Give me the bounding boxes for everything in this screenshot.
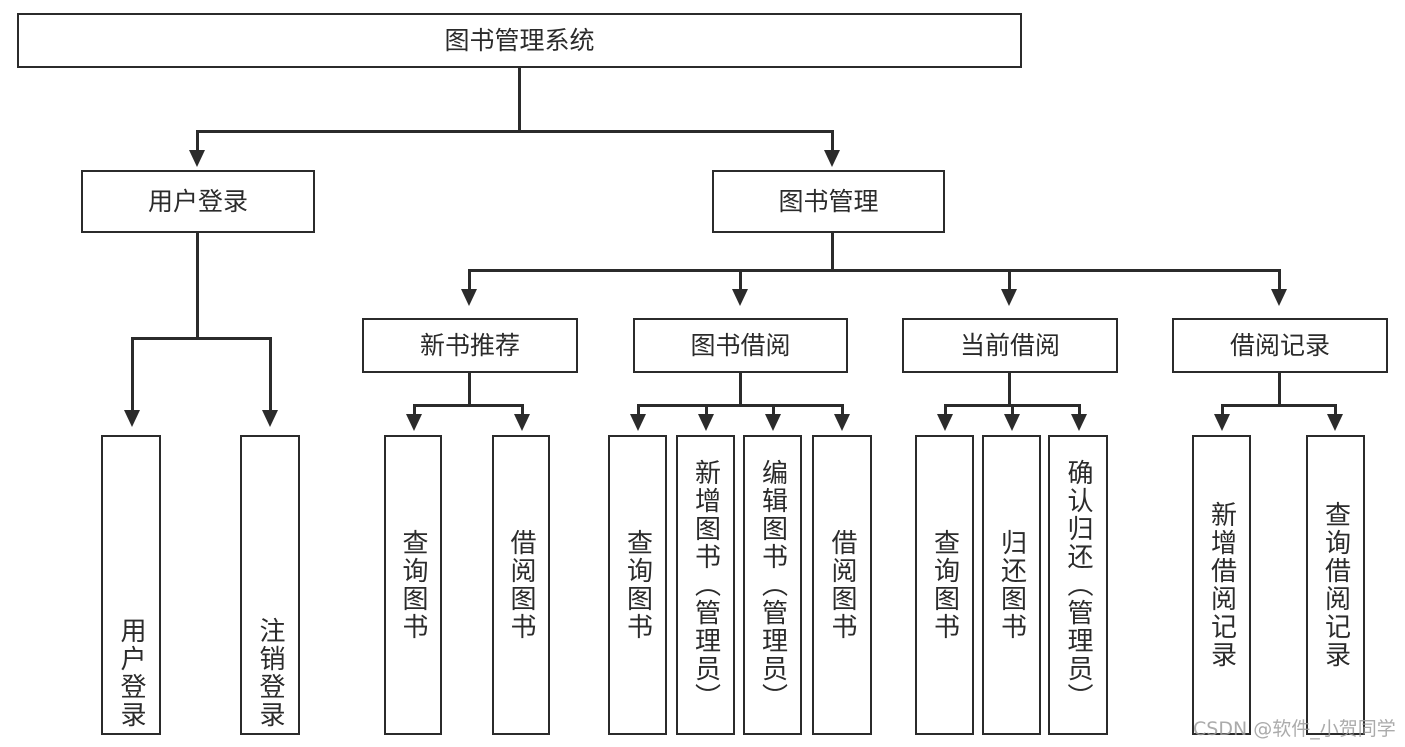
node-label: 图书管理系统 xyxy=(444,25,595,55)
node-label: 图书管理 xyxy=(778,186,879,216)
leaf-cb-query-book[interactable]: 查询图书 xyxy=(915,435,974,735)
leaf-cb-return-book[interactable]: 归还图书 xyxy=(982,435,1041,735)
node-label: 查询图书 xyxy=(398,529,428,641)
node-label: 图书借阅 xyxy=(690,330,791,360)
arrow-cb-return-book xyxy=(1004,414,1020,431)
arrow-leaf-user-login xyxy=(124,410,140,427)
connector-leg-user-login xyxy=(196,130,199,152)
connector-new-book-stem xyxy=(468,373,471,406)
arrow-bb-add-book xyxy=(698,414,714,431)
node-label: 借阅图书 xyxy=(827,529,857,641)
node-user-login[interactable]: 用户登录 xyxy=(81,170,315,233)
arrow-br-query-record xyxy=(1327,414,1343,431)
leaf-br-add-record[interactable]: 新增借阅记录 xyxy=(1192,435,1251,735)
connector-current-borrow-stem xyxy=(1008,373,1011,406)
arrow-cb-query-book xyxy=(937,414,953,431)
node-label: 借阅图书 xyxy=(506,529,536,641)
arrow-nbr-query-book xyxy=(406,414,422,431)
connector-leg-bb-edit xyxy=(772,404,775,416)
connector-leg-cb-return xyxy=(1011,404,1014,416)
node-book-management[interactable]: 图书管理 xyxy=(712,170,945,233)
leaf-user-login[interactable]: 用户登录 xyxy=(101,435,161,735)
connector-leg-bb-borrow xyxy=(841,404,844,416)
arrow-bb-borrow-book xyxy=(834,414,850,431)
leaf-bb-add-book[interactable]: 新增图书（管理员） xyxy=(676,435,735,735)
node-label: 确认归还（管理员） xyxy=(1063,459,1093,711)
node-label: 查询图书 xyxy=(622,529,653,641)
connector-book-borrow-bus xyxy=(637,404,844,407)
leaf-cb-confirm-return[interactable]: 确认归还（管理员） xyxy=(1048,435,1108,735)
connector-leg-cb-confirm xyxy=(1078,404,1081,416)
connector-leg-br-add xyxy=(1221,404,1224,416)
node-label: 当前借阅 xyxy=(959,330,1060,360)
node-new-book-recommend[interactable]: 新书推荐 xyxy=(362,318,578,373)
arrow-br-add-record xyxy=(1214,414,1230,431)
connector-user-login-bus xyxy=(131,337,271,340)
node-label: 新书推荐 xyxy=(419,330,520,360)
arrow-book-management xyxy=(824,150,840,167)
arrow-borrow-record xyxy=(1271,289,1287,306)
connector-leg-nbr-borrow xyxy=(521,404,524,416)
node-borrow-record[interactable]: 借阅记录 xyxy=(1172,318,1388,373)
connector-new-book-bus xyxy=(413,404,523,407)
arrow-new-book-recommend xyxy=(461,289,477,306)
leaf-nbr-borrow-book[interactable]: 借阅图书 xyxy=(492,435,550,735)
arrow-current-borrow xyxy=(1001,289,1017,306)
arrow-cb-confirm-return xyxy=(1071,414,1087,431)
leaf-bb-edit-book[interactable]: 编辑图书（管理员） xyxy=(743,435,802,735)
connector-level2-bus xyxy=(196,130,833,133)
connector-leg-new-book xyxy=(468,269,471,291)
connector-leg-bb-query xyxy=(637,404,640,416)
connector-leg-book-borrow xyxy=(739,269,742,291)
node-label: 查询借阅记录 xyxy=(1320,501,1351,669)
connector-leg-current-borrow xyxy=(1008,269,1011,291)
connector-book-management-stem xyxy=(831,233,834,271)
arrow-book-borrow xyxy=(732,289,748,306)
node-book-borrow[interactable]: 图书借阅 xyxy=(633,318,848,373)
leaf-bb-query-book[interactable]: 查询图书 xyxy=(608,435,667,735)
connector-root-stem xyxy=(518,68,521,131)
connector-level3-bus xyxy=(468,269,1280,272)
node-label: 查询图书 xyxy=(929,529,960,641)
node-label: 用户登录 xyxy=(116,617,146,729)
node-current-borrow[interactable]: 当前借阅 xyxy=(902,318,1118,373)
node-label: 借阅记录 xyxy=(1229,330,1330,360)
node-label: 归还图书 xyxy=(996,529,1027,641)
connector-user-login-stem xyxy=(196,233,199,338)
node-root-book-management-system[interactable]: 图书管理系统 xyxy=(17,13,1022,68)
leaf-logout[interactable]: 注销登录 xyxy=(240,435,300,735)
connector-borrow-record-bus xyxy=(1221,404,1336,407)
leaf-bb-borrow-book[interactable]: 借阅图书 xyxy=(812,435,872,735)
arrow-bb-query-book xyxy=(630,414,646,431)
arrow-leaf-logout xyxy=(262,410,278,427)
node-label: 注销登录 xyxy=(255,617,285,729)
connector-leg-bb-add xyxy=(705,404,708,416)
arrow-bb-edit-book xyxy=(765,414,781,431)
leaf-nbr-query-book[interactable]: 查询图书 xyxy=(384,435,442,735)
node-label: 新增图书（管理员） xyxy=(690,459,721,711)
connector-leg-borrow-record xyxy=(1278,269,1281,291)
connector-leg-leaf-user-login xyxy=(131,337,134,412)
node-label: 新增借阅记录 xyxy=(1206,501,1237,669)
csdn-watermark: CSDN @软件_小贺同学 xyxy=(1193,718,1396,740)
connector-leg-leaf-logout xyxy=(269,337,272,412)
arrow-nbr-borrow-book xyxy=(514,414,530,431)
node-label: 编辑图书（管理员） xyxy=(757,459,788,711)
leaf-br-query-record[interactable]: 查询借阅记录 xyxy=(1306,435,1365,735)
arrow-user-login xyxy=(189,150,205,167)
connector-book-borrow-stem xyxy=(739,373,742,406)
node-label: 用户登录 xyxy=(147,186,248,216)
connector-borrow-record-stem xyxy=(1278,373,1281,406)
connector-leg-cb-query xyxy=(944,404,947,416)
connector-leg-nbr-query xyxy=(413,404,416,416)
connector-leg-br-query xyxy=(1334,404,1337,416)
connector-leg-book-management xyxy=(831,130,834,152)
